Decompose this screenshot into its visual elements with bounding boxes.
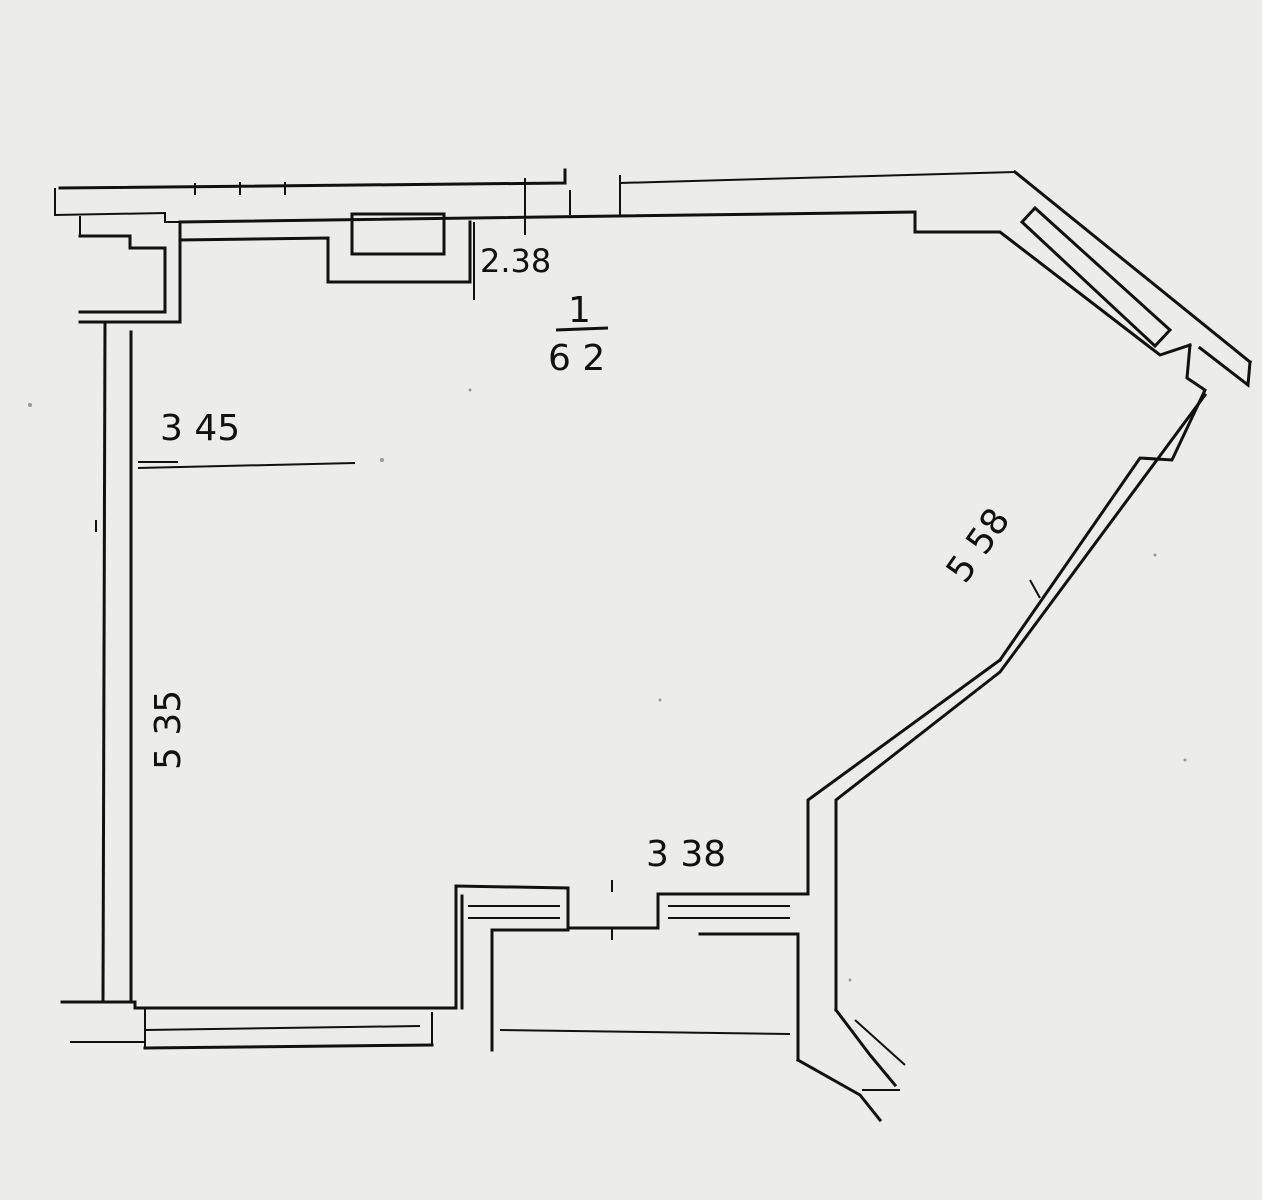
dimension-top: 2.38 [480,242,551,280]
left-wall [95,320,356,1004]
top-wall [54,168,1016,235]
dimension-bottom: 3 38 [646,834,726,875]
dimension-left-wall: 5 35 [148,690,189,770]
wall-niche [178,212,475,300]
scan-noise [28,388,1187,982]
room-number: 1 [568,290,591,331]
bottom-left-wall [60,1000,440,1050]
bottom-right-corner [795,1007,906,1123]
top-left-column [78,216,182,324]
bottom-entry [436,880,810,1062]
dimension-left-inner: 3 45 [160,408,240,449]
right-diagonal-wall [806,169,1253,1012]
room-divider-line [555,326,609,332]
room-area: 6 2 [548,338,605,379]
